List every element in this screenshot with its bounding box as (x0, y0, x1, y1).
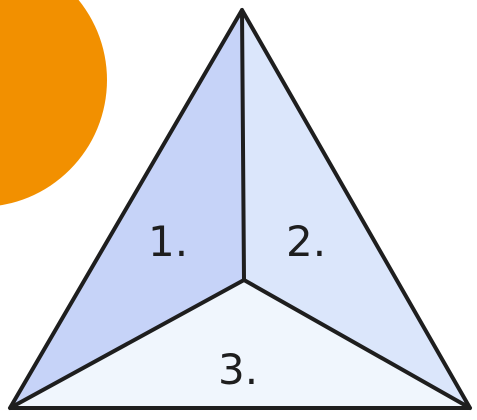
face-2-label: 2. (286, 217, 326, 266)
orange-circle (0, 0, 107, 207)
face-3-label: 3. (218, 345, 258, 394)
face-1-label: 1. (148, 217, 188, 266)
